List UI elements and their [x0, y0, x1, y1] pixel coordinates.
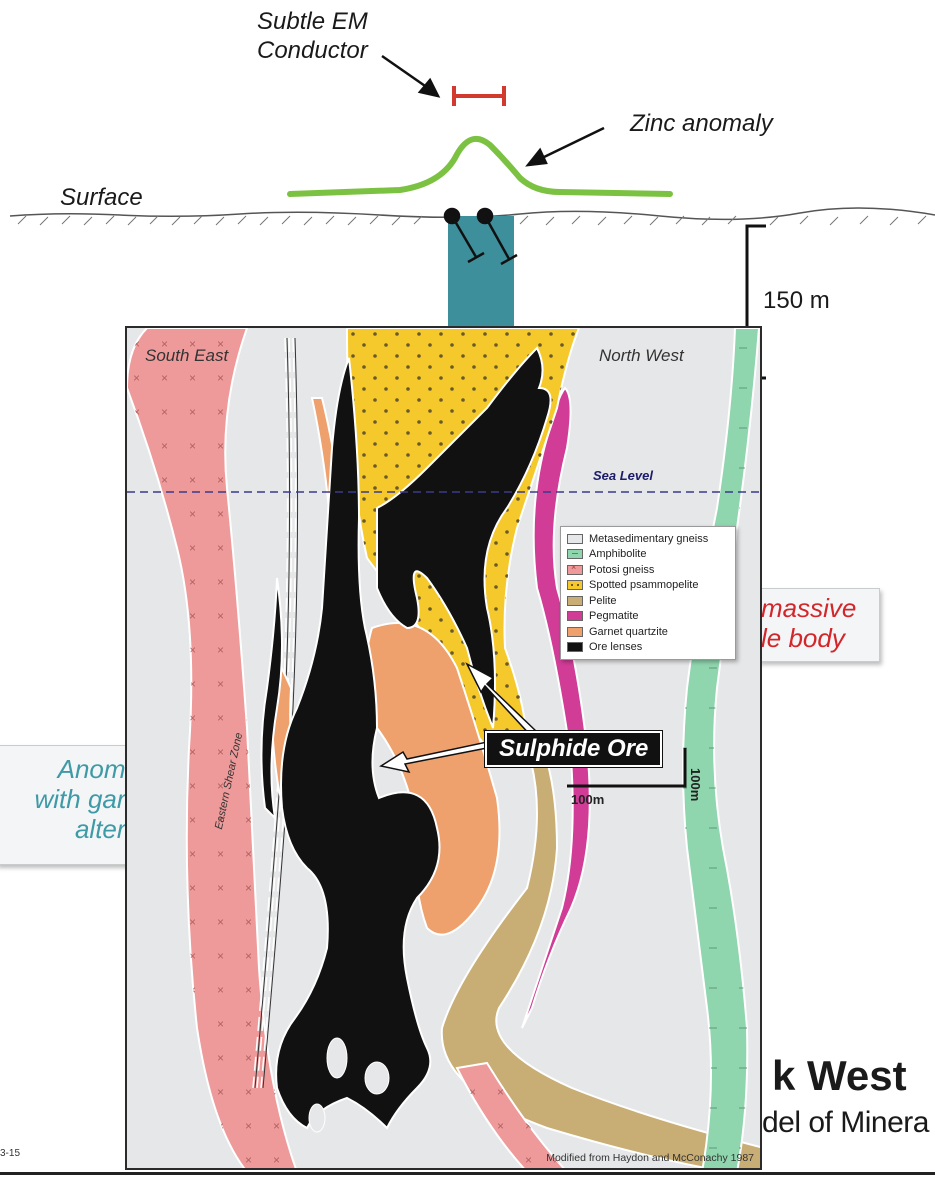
sea-level-label: Sea Level — [593, 468, 653, 483]
geological-cross-section: × — [125, 326, 762, 1170]
legend-item: Pegmatite — [567, 609, 729, 625]
zinc-pointer-arrow — [528, 128, 604, 165]
slide-code: 3-15 — [0, 1148, 20, 1159]
legend-swatch — [567, 596, 583, 606]
legend-swatch — [567, 611, 583, 621]
legend-swatch — [567, 580, 583, 590]
legend-item: Ore lenses — [567, 640, 729, 656]
zinc-anomaly-label: Zinc anomaly — [630, 110, 773, 137]
legend-item: × Potosi gneiss — [567, 562, 729, 578]
depth-scale-label: 150 m — [763, 287, 830, 315]
legend-swatch — [567, 534, 583, 544]
legend-label: Pegmatite — [589, 610, 639, 622]
legend-swatch — [567, 627, 583, 637]
legend-item: Garnet quartzite — [567, 624, 729, 640]
legend-swatch — [567, 642, 583, 652]
amphibolite-band — [683, 328, 759, 1170]
legend-label: Metasedimentary gneiss — [589, 533, 708, 545]
legend-item: Spotted psammopelite — [567, 578, 729, 594]
legend-swatch: × — [567, 565, 583, 575]
zinc-anomaly-curve — [290, 139, 670, 194]
em-conductor-label-line2: Conductor — [257, 37, 368, 64]
massive-callout-line2: le body — [761, 623, 845, 653]
legend-item: Pelite — [567, 593, 729, 609]
sulphide-ore-label: Sulphide Ore — [485, 731, 662, 767]
legend-label: Potosi gneiss — [589, 564, 654, 576]
legend-item: Amphibolite — [567, 547, 729, 563]
horizontal-scale-label: 100m — [571, 792, 604, 807]
em-pointer-arrow — [382, 56, 438, 96]
legend-label: Amphibolite — [589, 548, 646, 560]
legend-swatch — [567, 549, 583, 559]
legend-label: Pelite — [589, 595, 617, 607]
em-conductor-label-line1: Subtle EM — [257, 8, 368, 35]
south-east-label: South East — [145, 346, 228, 366]
legend-label: Garnet quartzite — [589, 626, 668, 638]
ore-pipe — [448, 216, 514, 336]
surface-label: Surface — [60, 184, 143, 211]
legend-item: Metasedimentary gneiss — [567, 531, 729, 547]
source-credit: Modified from Haydon and McConachy 1987 — [546, 1152, 754, 1164]
section-graphic: × — [127, 328, 762, 1170]
slide-title: k West — [772, 1052, 907, 1100]
em-conductor-marker — [454, 86, 504, 106]
slide-subtitle: del of Minera — [762, 1106, 929, 1140]
vertical-scale-label: 100m — [688, 768, 703, 801]
legend-label: Spotted psammopelite — [589, 579, 698, 591]
massive-callout-line1: massive — [761, 593, 856, 623]
legend: Metasedimentary gneiss Amphibolite × Pot… — [560, 526, 736, 660]
legend-label: Ore lenses — [589, 641, 642, 653]
massive-body-callout-box: massive le body — [758, 588, 880, 662]
north-west-label: North West — [599, 346, 684, 366]
footer-rule — [0, 1172, 935, 1175]
anomaly-callout-box: Anoma with garn altera — [0, 745, 133, 865]
